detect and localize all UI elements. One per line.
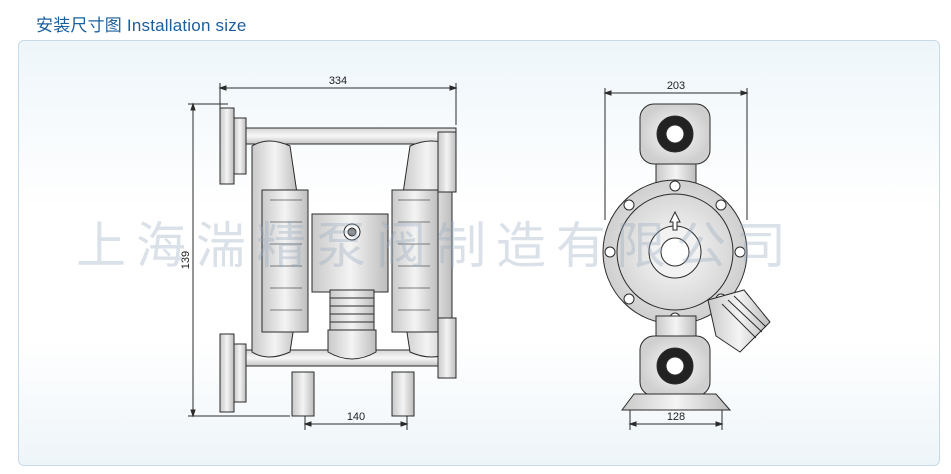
- width-dimension-line: [218, 83, 458, 125]
- height-dimension-line: [188, 102, 290, 418]
- left-foot: [291, 371, 315, 417]
- side-base-dimension: 128: [667, 411, 685, 423]
- left-top-flange: [219, 107, 235, 185]
- page-title: 安装尺寸图 Installation size: [36, 16, 247, 35]
- left-bottom-flange: [219, 333, 235, 413]
- side-view: [602, 88, 771, 430]
- drawing-panel: [18, 40, 940, 466]
- side-width-dimension-line: [603, 88, 749, 220]
- muffler: [327, 289, 377, 360]
- right-foot: [391, 371, 415, 417]
- side-width-dimension: 203: [667, 80, 685, 92]
- base-dimension: 140: [347, 411, 365, 423]
- height-dimension: 139: [180, 251, 192, 269]
- side-base-plate: [621, 393, 732, 411]
- front-view: [188, 83, 458, 430]
- company-watermark: 上海湍精泵阀制造有限公司: [76, 217, 796, 275]
- width-dimension: 334: [329, 75, 347, 87]
- side-base-dimension-line: [628, 410, 724, 430]
- side-muffler: [707, 289, 771, 353]
